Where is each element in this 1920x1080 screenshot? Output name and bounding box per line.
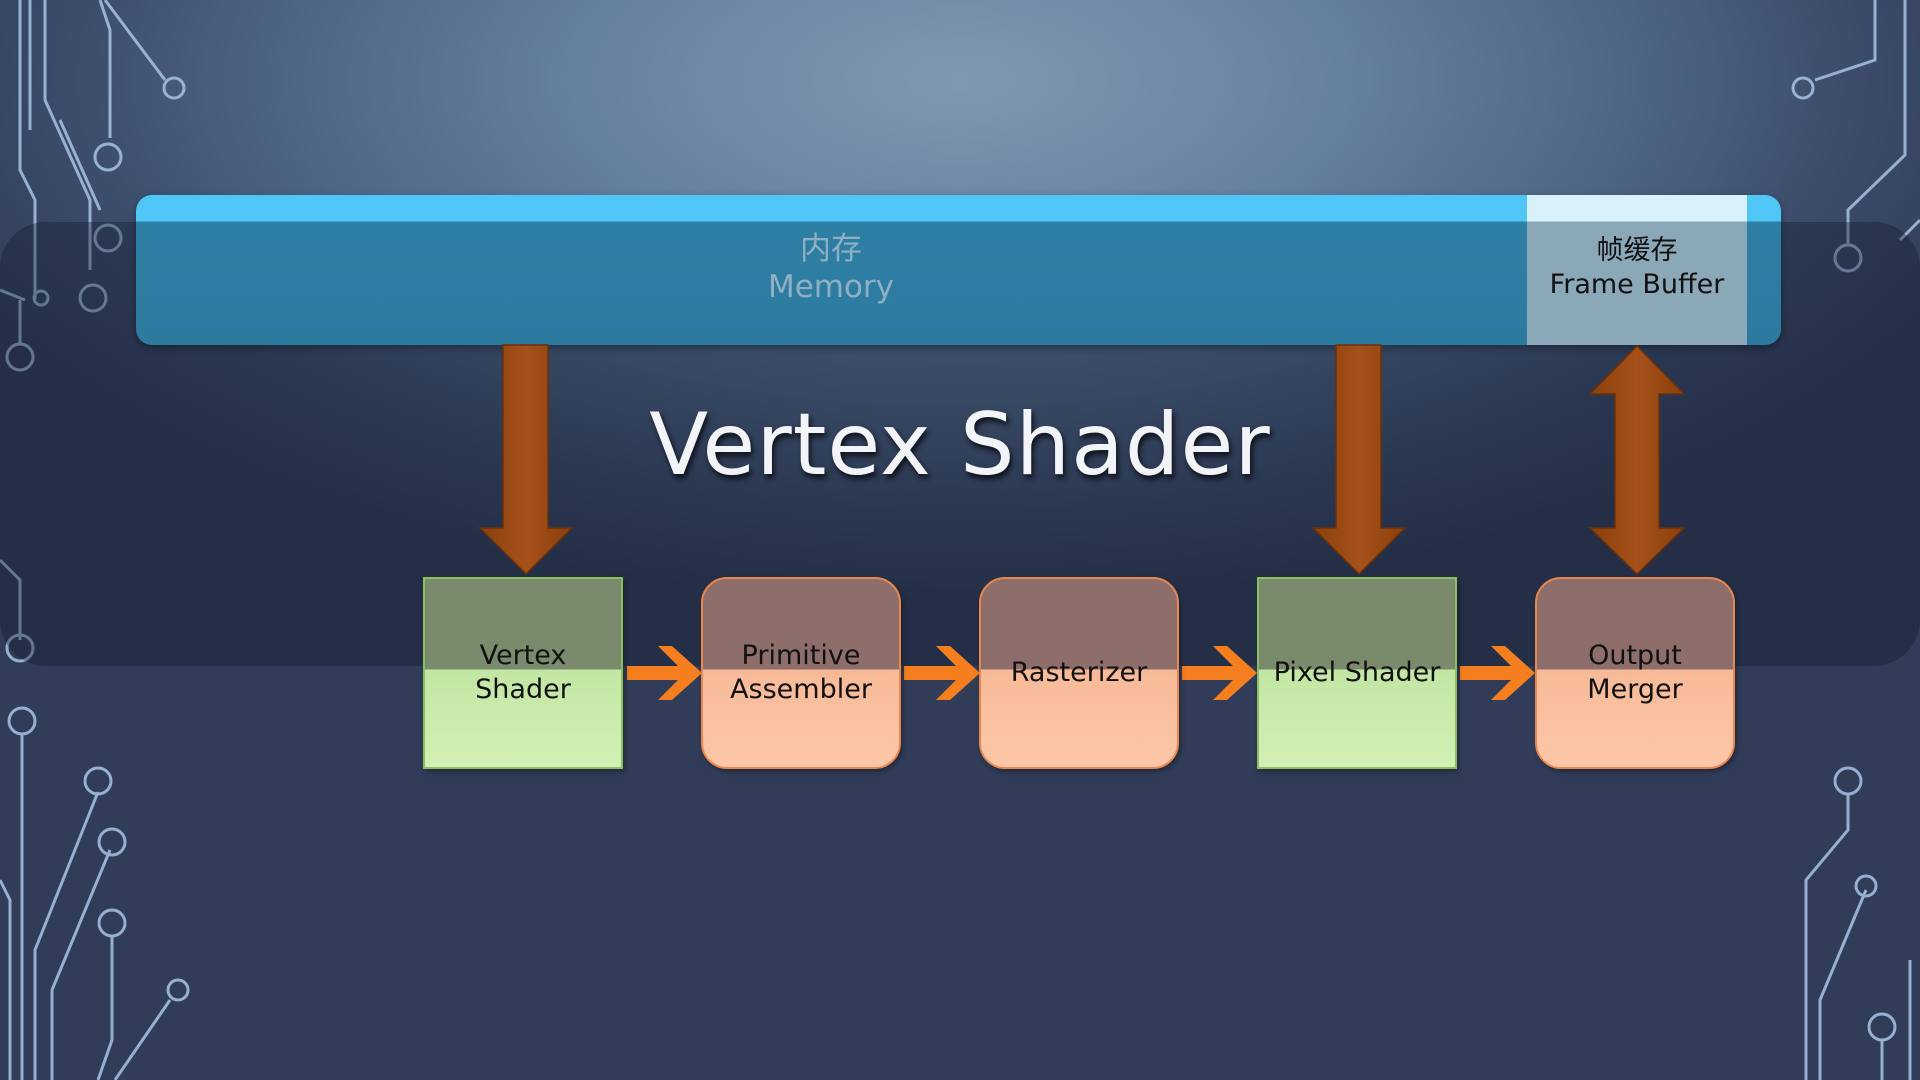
memory-label-zh: 内存 bbox=[800, 231, 862, 267]
stage-vertex-shader: Vertex Shader bbox=[423, 577, 623, 769]
stage-label: Shader bbox=[475, 674, 571, 705]
frame-buffer-label-zh: 帧缓存 bbox=[1596, 235, 1678, 266]
stage-label: Primitive bbox=[741, 640, 861, 671]
stage-output-merger: Output Merger bbox=[1535, 577, 1735, 769]
flow-arrow-1 bbox=[627, 646, 702, 700]
flow-arrow-2 bbox=[904, 646, 980, 700]
memory-label-en: Memory bbox=[767, 269, 895, 305]
memory-bar bbox=[136, 195, 1781, 345]
stage-label: Pixel Shader bbox=[1273, 657, 1441, 688]
stage-primitive-assembler: Primitive Assembler bbox=[701, 577, 901, 769]
stage-label: Rasterizer bbox=[1010, 657, 1148, 688]
frame-buffer-label-en: Frame Buffer bbox=[1549, 269, 1725, 300]
flow-arrow-3 bbox=[1182, 646, 1257, 700]
stage-label: Output bbox=[1588, 640, 1682, 671]
stage-label: Merger bbox=[1587, 674, 1683, 705]
output-merger-frame-buffer-arrow bbox=[1588, 344, 1686, 576]
memory-label: 内存 Memory bbox=[136, 230, 1526, 306]
stage-label: Vertex bbox=[479, 640, 567, 671]
frame-buffer-box bbox=[1527, 195, 1747, 345]
slide-title: Vertex Shader bbox=[649, 395, 1271, 495]
stage-rasterizer: Rasterizer bbox=[979, 577, 1179, 769]
flow-arrow-4 bbox=[1460, 646, 1535, 700]
memory-to-pixel-shader-arrow bbox=[1311, 344, 1407, 576]
stage-pixel-shader: Pixel Shader bbox=[1257, 577, 1457, 769]
frame-buffer-label: 帧缓存 Frame Buffer bbox=[1527, 234, 1747, 302]
memory-to-vertex-shader-arrow bbox=[478, 344, 574, 576]
stage-label: Assembler bbox=[730, 674, 872, 705]
